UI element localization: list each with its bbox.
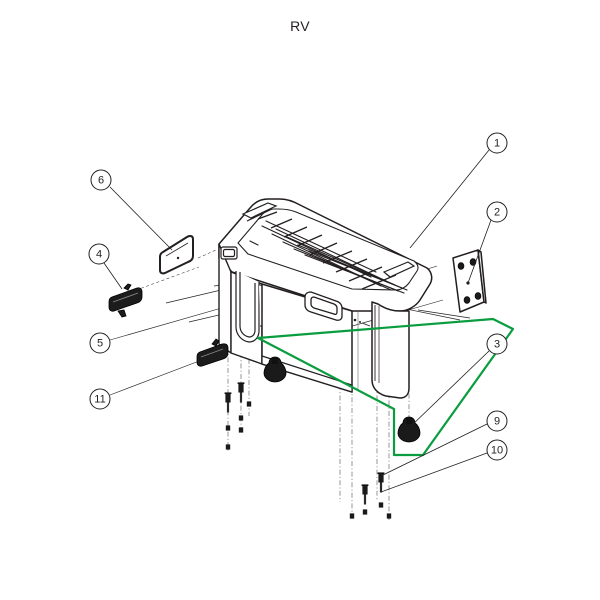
fastener-group-left <box>224 382 252 450</box>
callout-1-label: 1 <box>494 138 500 150</box>
callout-6[interactable]: 6 <box>90 169 112 191</box>
callout-3[interactable]: 3 <box>486 333 508 355</box>
right-support-leg <box>371 301 410 399</box>
callout-5-label: 5 <box>97 338 103 350</box>
leader-1 <box>409 149 490 249</box>
front-face-details <box>353 318 371 327</box>
page-title: RV <box>290 18 310 34</box>
callout-9[interactable]: 9 <box>486 410 508 432</box>
leader-3 <box>408 350 490 429</box>
callout-3-label: 3 <box>494 339 500 351</box>
callout-4-label: 4 <box>96 249 102 261</box>
leader-2 <box>467 219 492 284</box>
callout-bubbles[interactable]: 1 2 3 4 5 6 9 <box>88 132 508 461</box>
callout-1[interactable]: 1 <box>486 132 508 154</box>
leader-6 <box>109 186 173 251</box>
callout-6-label: 6 <box>98 175 104 187</box>
access-cover-cap[interactable] <box>159 234 194 275</box>
callout-5[interactable]: 5 <box>89 332 111 354</box>
callout-10-label: 10 <box>491 445 503 457</box>
leg-edge-line <box>351 311 359 392</box>
projection-lines <box>130 249 263 353</box>
leader-4 <box>103 262 123 290</box>
side-panel-handle[interactable] <box>235 271 260 343</box>
tray-lower-rail <box>382 261 416 278</box>
front-handle-slot[interactable] <box>304 291 343 321</box>
callout-leaders <box>103 149 492 493</box>
side-panel-top-pad <box>220 246 238 260</box>
leader-10 <box>380 452 488 493</box>
callout-10[interactable]: 10 <box>486 439 508 461</box>
callout-9-label: 9 <box>494 416 500 428</box>
callout-2-label: 2 <box>494 207 500 219</box>
callout-4[interactable]: 4 <box>88 243 110 265</box>
leader-9 <box>380 423 488 477</box>
callout-2[interactable]: 2 <box>486 201 508 223</box>
green-chevron-highlight <box>256 317 515 457</box>
callout-11[interactable]: 11 <box>89 388 111 410</box>
lower-clip[interactable] <box>196 338 229 367</box>
fastener-group-right <box>349 472 392 519</box>
side-clip-left[interactable] <box>108 283 143 318</box>
tray-upper-rail <box>241 202 278 222</box>
callout-11-label: 11 <box>94 394 105 406</box>
tray-slat-separators <box>257 211 397 290</box>
